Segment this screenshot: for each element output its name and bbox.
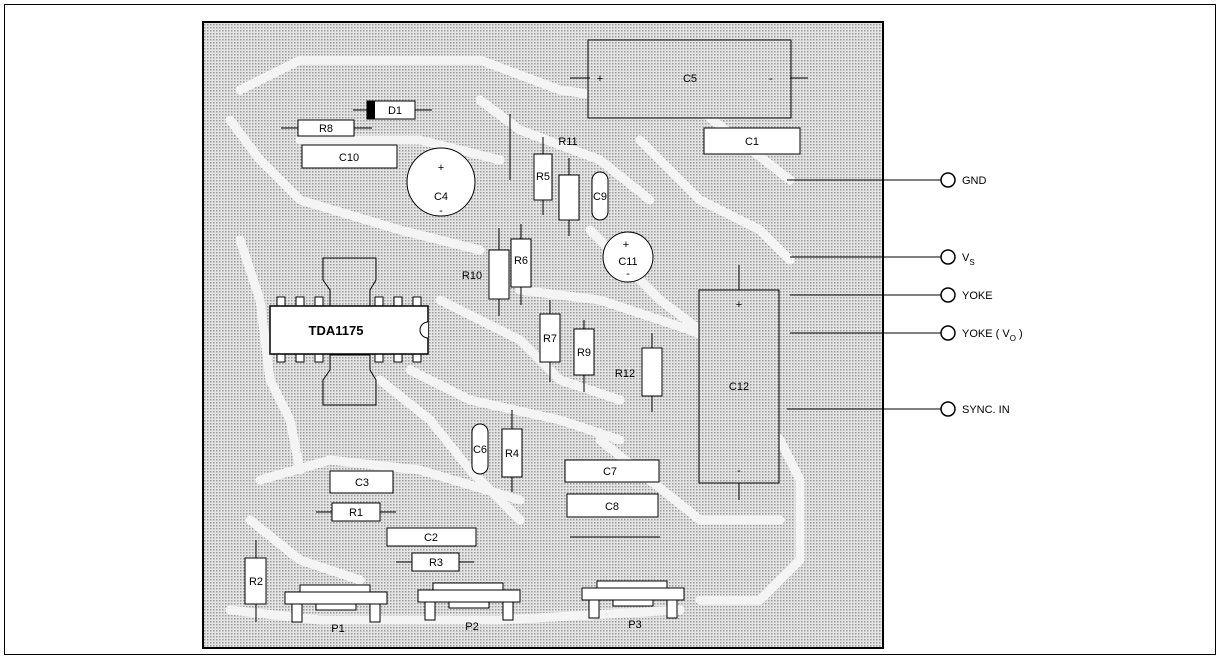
c5-capacitor: [587, 39, 792, 119]
yoke-label: YOKE: [962, 290, 993, 302]
vs-subscript: S: [969, 258, 974, 267]
c11-capacitor: [602, 231, 654, 283]
d1-label: D1: [388, 105, 402, 117]
r1-label: R1: [349, 507, 363, 519]
ic-heatsink-top: [322, 257, 377, 307]
c4-plus: +: [438, 162, 444, 174]
outer-frame: [4, 4, 1216, 655]
r7-label: R7: [543, 333, 557, 345]
c10-label: C10: [339, 152, 359, 164]
r4-label: R4: [505, 448, 519, 460]
r12-resistor: [641, 347, 663, 397]
r9-resistor: [573, 328, 595, 376]
c9-label: C9: [593, 191, 607, 203]
c10-capacitor: [301, 144, 398, 169]
ic-heatsink-bottom: [322, 354, 377, 406]
c12-capacitor: [698, 289, 780, 484]
connector-wires: [787, 179, 941, 410]
c8-capacitor: [566, 493, 659, 518]
c3-capacitor: [329, 470, 394, 494]
r8-resistor: [297, 119, 355, 137]
connector-terminals: [940, 172, 956, 417]
yoke-vo-pre: YOKE ( V: [962, 328, 1010, 340]
sync-in-terminal: [940, 401, 956, 417]
r11-label: R11: [558, 136, 577, 148]
p3-potentiometer: [581, 580, 685, 619]
c5-plus: +: [597, 73, 603, 85]
r10-label: R10: [462, 270, 482, 282]
r9-label: R9: [577, 347, 591, 359]
yoke-vo-post: ): [1016, 328, 1023, 340]
vs-terminal: [940, 249, 956, 265]
r5-label: R5: [536, 171, 550, 183]
r10-resistor: [488, 249, 510, 300]
c4-capacitor: [406, 147, 476, 217]
p2-potentiometer: [417, 582, 521, 621]
c4-minus: -: [439, 205, 443, 217]
r12-label: R12: [615, 368, 635, 380]
c7-capacitor: [564, 459, 660, 483]
yoke-vo-label: YOKE ( VO ): [962, 328, 1023, 343]
r3-resistor: [411, 552, 460, 572]
gnd-terminal: [940, 172, 956, 188]
c1-label: C1: [745, 136, 759, 148]
r4-resistor: [501, 428, 523, 478]
ic-tda1175: [269, 305, 429, 355]
c5-minus: -: [769, 73, 773, 85]
r1-resistor: [331, 502, 381, 522]
c11-label: C11: [618, 256, 637, 268]
r2-resistor: [244, 557, 267, 605]
c8-label: C8: [605, 501, 619, 513]
r6-resistor: [510, 238, 532, 288]
p1-label: P1: [331, 623, 344, 635]
r8-label: R8: [319, 123, 333, 135]
sync-in-label: SYNC. IN: [962, 404, 1010, 416]
yoke-terminal: [940, 287, 956, 303]
yoke-vo-subscript: O: [1010, 334, 1016, 343]
c5-label: C5: [683, 73, 697, 85]
c12-label: C12: [729, 381, 749, 393]
c11-minus: -: [626, 268, 630, 280]
c6-label: C6: [473, 444, 487, 456]
c7-label: C7: [603, 466, 617, 478]
p1-potentiometer: [284, 584, 388, 623]
r6-label: R6: [514, 255, 528, 267]
c4-label: C4: [434, 191, 448, 203]
r2-label: R2: [249, 576, 263, 588]
c12-minus: -: [737, 465, 741, 477]
c11-plus: +: [623, 239, 629, 251]
c3-label: C3: [355, 477, 369, 489]
r5-resistor: [533, 153, 553, 201]
c1-capacitor: [703, 127, 801, 155]
c12-plus: +: [736, 299, 742, 311]
ic-label: TDA1175: [309, 323, 364, 338]
r7-resistor: [539, 313, 561, 363]
c2-label: C2: [424, 532, 438, 544]
p2-label: P2: [465, 621, 478, 633]
c2-capacitor: [386, 527, 477, 547]
yoke-vo-terminal: [940, 325, 956, 341]
gnd-label: GND: [962, 175, 987, 187]
c6-capacitor: [471, 423, 489, 475]
r11-resistor: [558, 174, 580, 221]
p3-label: P3: [628, 619, 641, 631]
c9-capacitor: [591, 171, 609, 221]
r3-label: R3: [429, 557, 443, 569]
vs-main: V: [962, 252, 970, 264]
vs-label: VS: [962, 252, 975, 267]
